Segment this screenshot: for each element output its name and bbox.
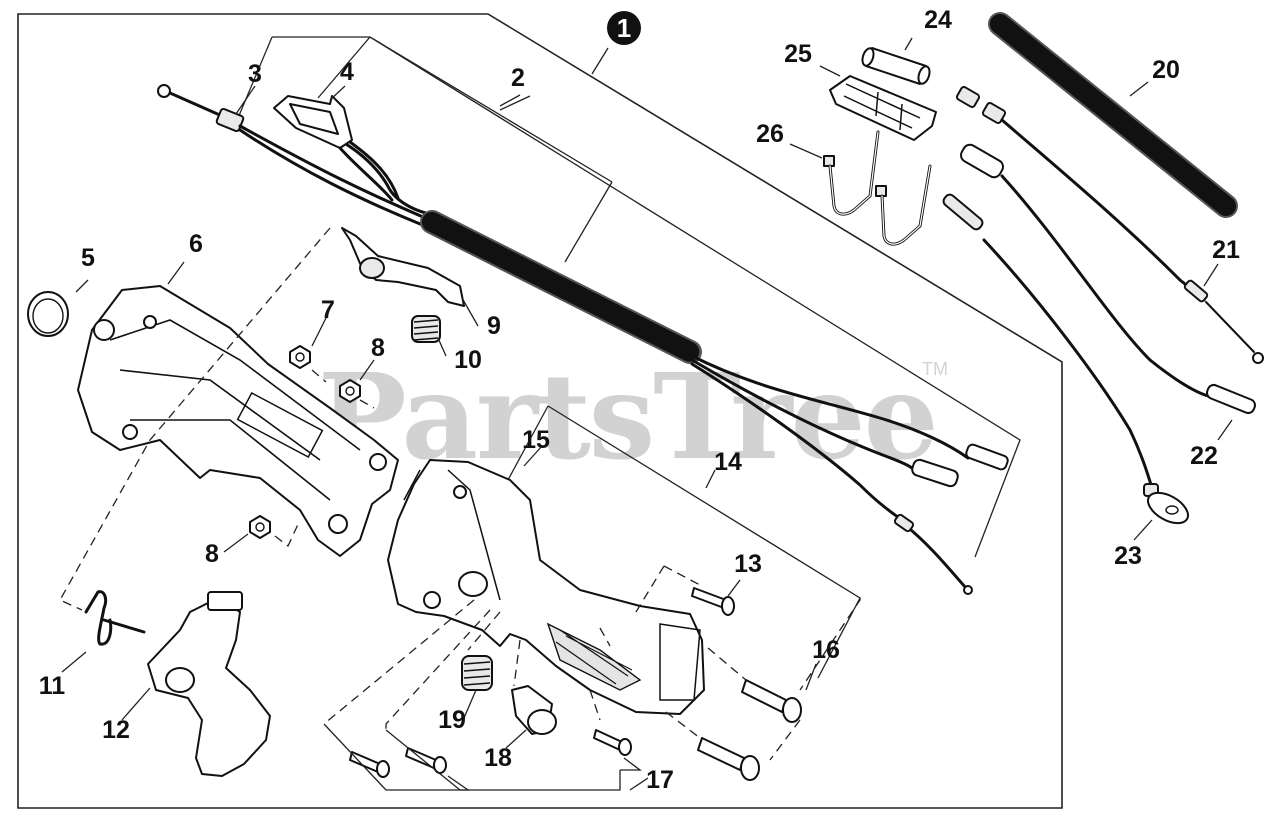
corrugated-tube[interactable] (988, 12, 1238, 218)
plug-cap[interactable] (27, 291, 69, 337)
label-4: 4 (340, 58, 354, 86)
label-9: 9 (487, 312, 501, 340)
cable-ferrule (215, 107, 245, 133)
watermark: PartsTree TM (318, 347, 948, 486)
wire-22[interactable] (958, 142, 1256, 415)
screw-16b[interactable] (697, 737, 760, 781)
right-dashed-leaders (323, 565, 861, 761)
watermark-tm: TM (922, 359, 948, 379)
stop-switch[interactable] (273, 95, 400, 202)
screw-16a[interactable] (741, 679, 802, 723)
hooks-26[interactable] (823, 130, 932, 246)
callout-1: 1 (607, 11, 641, 45)
label-2: 2 (511, 64, 525, 92)
label-17: 17 (646, 766, 674, 794)
push-button[interactable] (511, 685, 557, 735)
label-8-upper: 8 (371, 334, 385, 362)
throttle-cable-ferrule (893, 513, 915, 533)
nut-8a[interactable] (339, 379, 361, 403)
label-7: 7 (321, 296, 335, 324)
assembly-frame (17, 13, 1063, 809)
sleeve-24[interactable] (860, 47, 931, 85)
label-23: 23 (1114, 542, 1142, 570)
label-26: 26 (756, 120, 784, 148)
handle-grip[interactable] (387, 459, 705, 715)
torsion-spring[interactable] (84, 590, 146, 646)
cable-end (157, 84, 171, 98)
label-18: 18 (484, 744, 512, 772)
label-22: 22 (1190, 442, 1218, 470)
screw-17c[interactable] (593, 729, 632, 756)
label-13: 13 (734, 550, 762, 578)
label-16: 16 (812, 636, 840, 664)
label-10: 10 (454, 346, 482, 374)
label-12: 12 (102, 716, 130, 744)
label-21: 21 (1212, 236, 1240, 264)
label-11: 11 (39, 672, 66, 700)
nut-8b[interactable] (249, 515, 271, 539)
label-3: 3 (248, 60, 262, 88)
harness-bracket (237, 36, 1021, 558)
label-25: 25 (784, 40, 812, 68)
spring-10[interactable] (411, 315, 441, 343)
label-6: 6 (189, 230, 203, 258)
label-24: 24 (924, 6, 952, 34)
nut-7[interactable] (289, 345, 311, 369)
watermark-text: PartsTree (318, 347, 937, 486)
throttle-cable[interactable] (955, 86, 1264, 364)
label-5: 5 (81, 244, 95, 272)
clip-holder[interactable] (829, 75, 937, 141)
trigger-lever[interactable] (341, 227, 465, 307)
label-15: 15 (522, 426, 550, 454)
ground-wire[interactable] (942, 193, 1194, 530)
screw-17a[interactable] (349, 751, 390, 778)
svg-text:1: 1 (617, 13, 631, 43)
screw-17-bracket (323, 723, 642, 791)
wiring-harness[interactable] (157, 84, 1009, 595)
handle-housing-left[interactable] (77, 285, 399, 557)
connector-male (965, 443, 1009, 471)
connector-female (911, 458, 959, 488)
label-leaders (61, 37, 1233, 791)
left-dashed-leaders (59, 227, 375, 611)
label-14: 14 (714, 448, 742, 476)
label-19: 19 (438, 706, 466, 734)
throttle-cable-end (963, 585, 973, 595)
screw-13[interactable] (691, 587, 735, 616)
lockout-lever[interactable] (147, 591, 271, 777)
label-20: 20 (1152, 56, 1180, 84)
spring-19[interactable] (461, 655, 493, 691)
label-8-lower: 8 (205, 540, 219, 568)
